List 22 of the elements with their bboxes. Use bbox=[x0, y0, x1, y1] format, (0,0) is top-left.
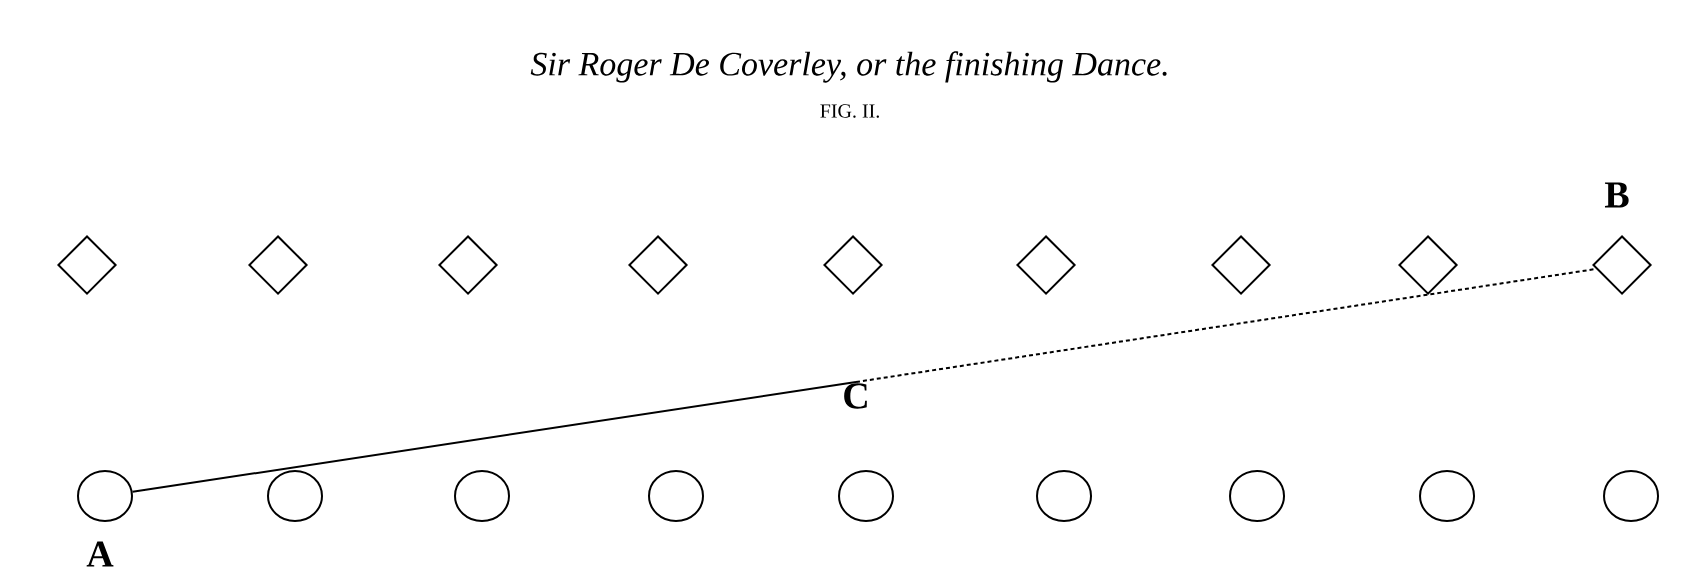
circle-symbol bbox=[267, 470, 323, 522]
figure-label: FIG. II. bbox=[820, 104, 879, 118]
point-label: A bbox=[86, 541, 114, 567]
circle-symbol bbox=[1229, 470, 1285, 522]
diamond-symbol bbox=[628, 235, 688, 295]
circle-symbol bbox=[1419, 470, 1475, 522]
circle-symbol bbox=[648, 470, 704, 522]
diamond-symbol bbox=[248, 235, 308, 295]
circle-symbol bbox=[454, 470, 510, 522]
diamond-symbol bbox=[823, 235, 883, 295]
diamond-symbol bbox=[57, 235, 117, 295]
circle-symbol bbox=[1603, 470, 1659, 522]
diamond-symbol bbox=[438, 235, 498, 295]
point-label: B bbox=[1605, 182, 1629, 208]
point-label: C bbox=[844, 383, 867, 409]
diamond-symbol bbox=[1211, 235, 1271, 295]
circle-symbol bbox=[838, 470, 894, 522]
circle-symbol bbox=[1036, 470, 1092, 522]
title: Sir Roger De Coverley, or the finishing Dance. bbox=[530, 51, 1167, 83]
circle-symbol bbox=[77, 470, 133, 522]
line bbox=[131, 381, 857, 493]
diamond-symbol bbox=[1016, 235, 1076, 295]
